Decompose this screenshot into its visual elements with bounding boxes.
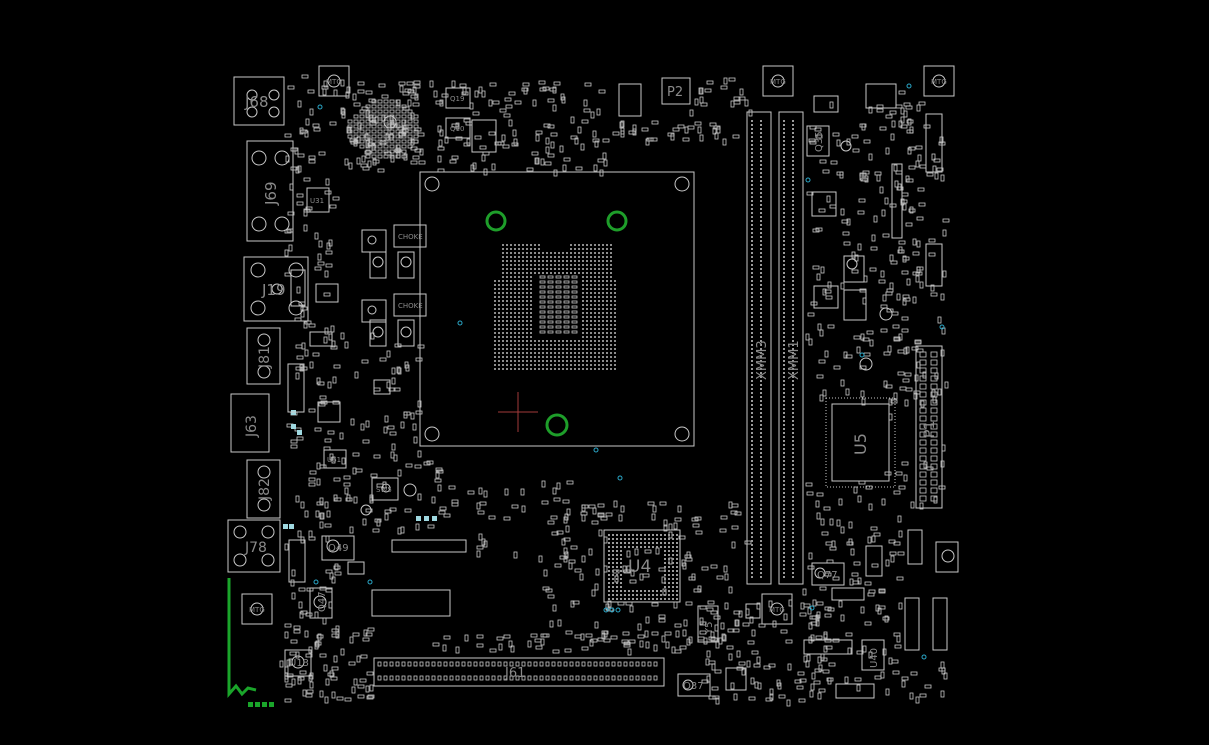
sw5-label: SW5 <box>376 486 392 494</box>
j68-label: J68 <box>244 93 269 111</box>
chip-u31 <box>306 187 330 213</box>
chip-u13 <box>284 649 312 677</box>
p1-label: P1 <box>922 421 938 438</box>
mounting-hole-1 <box>485 210 507 232</box>
mtg-label-2: MTG <box>770 78 786 86</box>
connector-j78 <box>227 519 281 573</box>
choke-label-1: CHOKE <box>398 233 423 241</box>
dimm-slot-xmm1 <box>778 111 804 585</box>
u4-label: U4 <box>628 557 651 577</box>
fiducial-crosshair <box>498 392 538 432</box>
left-connectors <box>227 76 309 573</box>
j19-label: J19 <box>261 281 286 299</box>
mtg-label-1: MTG <box>326 78 342 86</box>
p1-pins <box>919 351 938 502</box>
j78-label: J78 <box>244 540 267 556</box>
q37-label: Q37 <box>683 681 704 692</box>
component-outlines <box>284 77 959 699</box>
mounting-hole-2 <box>606 210 628 232</box>
u4-ball-grid <box>608 534 678 600</box>
q49-label: Q49 <box>328 543 349 554</box>
connector-j61 <box>373 657 665 687</box>
transistor-q47 <box>309 587 333 619</box>
connector-j68 <box>233 76 285 126</box>
q10-label: Q10 <box>450 125 464 133</box>
component-circles <box>291 115 955 691</box>
cpu-socket <box>419 171 695 447</box>
u31-label: U31 <box>310 197 324 205</box>
crystal-y5 <box>697 605 719 643</box>
j63-label: J63 <box>244 415 260 438</box>
chip-u5 <box>825 397 896 488</box>
q77-label: Q77 <box>817 570 838 581</box>
q19-label: Q19 <box>450 95 464 103</box>
mounting-hole-3 <box>545 413 569 437</box>
transistor-q37 <box>677 673 711 697</box>
y5-label: Y5 <box>704 622 715 635</box>
edge-trace-pads <box>248 702 274 707</box>
j61-pins <box>377 661 658 681</box>
mounting-pads <box>241 65 955 625</box>
xmm1-label: XMM1 <box>787 340 802 380</box>
mtg-label-4: MTG <box>249 606 265 614</box>
u61-label: U61 <box>327 456 341 464</box>
chip-u40 <box>861 639 885 671</box>
header-p1 <box>915 345 943 509</box>
transistor-q35 <box>806 125 830 157</box>
generated-pads-layer <box>279 74 950 707</box>
memory-slots <box>746 111 804 585</box>
left-connector-circles <box>233 89 304 567</box>
chip-q19 <box>445 87 471 109</box>
q35-label: Q35 <box>814 131 825 152</box>
chip-q10 <box>445 117 471 139</box>
mounting-holes <box>485 210 628 437</box>
transistor-q77 <box>811 562 845 586</box>
j61-label: J61 <box>504 666 525 681</box>
u5-label: U5 <box>851 433 870 455</box>
j82-label: J82 <box>257 478 273 501</box>
j69-label: J69 <box>262 181 280 206</box>
u40-label: U40 <box>869 648 880 668</box>
chip-u61 <box>323 449 347 469</box>
mtg-label-3: MTG <box>931 78 947 86</box>
p2-label: P2 <box>667 85 683 100</box>
dimm-slot-xmm3 <box>746 111 772 585</box>
connector-j82 <box>246 459 281 519</box>
header-p2 <box>661 77 691 105</box>
switch-sw5 <box>371 477 399 501</box>
transistor-q49 <box>321 535 355 561</box>
chip-u4 <box>603 529 681 603</box>
choke-label-2: CHOKE <box>398 302 423 310</box>
xmm3-label: XMM3 <box>755 340 770 380</box>
connector-j69 <box>246 140 294 242</box>
u13-label: U13 <box>289 658 309 669</box>
q47-label: Q47 <box>317 591 328 612</box>
edge-trace <box>227 578 257 698</box>
connector-j19 <box>243 256 309 322</box>
connector-j63 <box>230 393 270 453</box>
cpu-socket-pin-field <box>494 244 616 370</box>
j81-label: J81 <box>257 346 273 369</box>
connector-j81 <box>246 327 281 385</box>
dimm-pins <box>751 120 794 578</box>
mtg-label-5: MTG <box>769 606 785 614</box>
